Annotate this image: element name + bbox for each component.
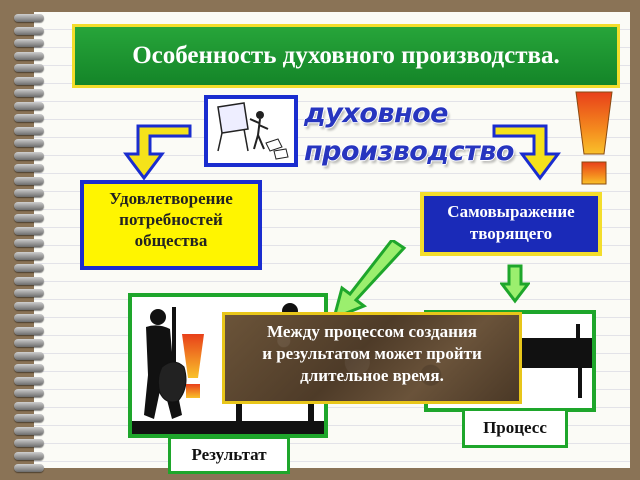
time-gap-line-2: и результатом может пройти (262, 344, 482, 363)
needs-box: Удовлетворение потребностей общества (80, 180, 262, 270)
spiral-ring (14, 189, 44, 197)
spiral-ring (14, 26, 44, 35)
spiral-ring (14, 351, 44, 360)
spiral-ring (14, 376, 44, 385)
small-exclamation-icon (178, 332, 208, 407)
spiral-ring (14, 326, 44, 335)
spiral-ring (14, 301, 44, 310)
spiral-ring (14, 439, 44, 447)
spiral-ring (14, 276, 44, 285)
spiral-ring (14, 214, 44, 222)
spiral-ring (14, 414, 44, 422)
wordart-line-1: духовное (304, 98, 448, 129)
spiral-ring (14, 89, 44, 97)
needs-line-2: потребностей (119, 210, 223, 229)
needs-line-3: общества (134, 231, 208, 250)
spiral-ring (14, 389, 44, 397)
spiral-ring (14, 226, 44, 235)
spiral-ring (14, 114, 44, 122)
self-expression-line-1: Самовыражение (447, 202, 575, 221)
spiral-ring (14, 101, 44, 110)
spiral-ring (14, 151, 44, 160)
painter-easel-icon (204, 95, 298, 167)
exclamation-icon (570, 88, 618, 193)
spiral-ring (14, 176, 44, 185)
arrow-down-left-icon (122, 122, 194, 187)
spiral-ring (14, 39, 44, 47)
spiral-ring (14, 76, 44, 85)
spiral-ring (14, 264, 44, 272)
spiral-ring (14, 464, 44, 472)
time-gap-line-1: Между процессом создания (267, 322, 477, 341)
time-gap-box: Между процессом создания и результатом м… (222, 312, 522, 404)
spiral-ring (14, 64, 44, 72)
result-label: Результат (168, 436, 290, 474)
spiral-ring (14, 364, 44, 372)
spiral-ring (14, 51, 44, 60)
spiral-ring (14, 14, 44, 22)
spiral-ring (14, 201, 44, 210)
spiral-ring (14, 314, 44, 322)
self-expression-line-2: творящего (469, 224, 553, 243)
spiral-ring (14, 451, 44, 460)
spiral-ring (14, 239, 44, 247)
self-expression-box: Самовыражение творящего (420, 192, 602, 256)
spiral-ring (14, 251, 44, 260)
spiral-ring (14, 401, 44, 410)
spiral-ring (14, 126, 44, 135)
needs-line-1: Удовлетворение (109, 189, 233, 208)
slide-title: Особенность духовного производства. (72, 24, 620, 88)
spiral-ring (14, 289, 44, 297)
arrow-diagonal-icon (326, 237, 410, 325)
time-gap-line-3: длительное время. (300, 366, 444, 385)
arrow-down-icon (498, 264, 532, 309)
spiral-ring (14, 339, 44, 347)
arrow-down-right-icon (490, 122, 562, 187)
process-label: Процесс (462, 408, 568, 448)
spiral-ring (14, 426, 44, 435)
spiral-ring (14, 164, 44, 172)
wordart-line-2: производство (304, 136, 514, 167)
spiral-ring (14, 139, 44, 147)
